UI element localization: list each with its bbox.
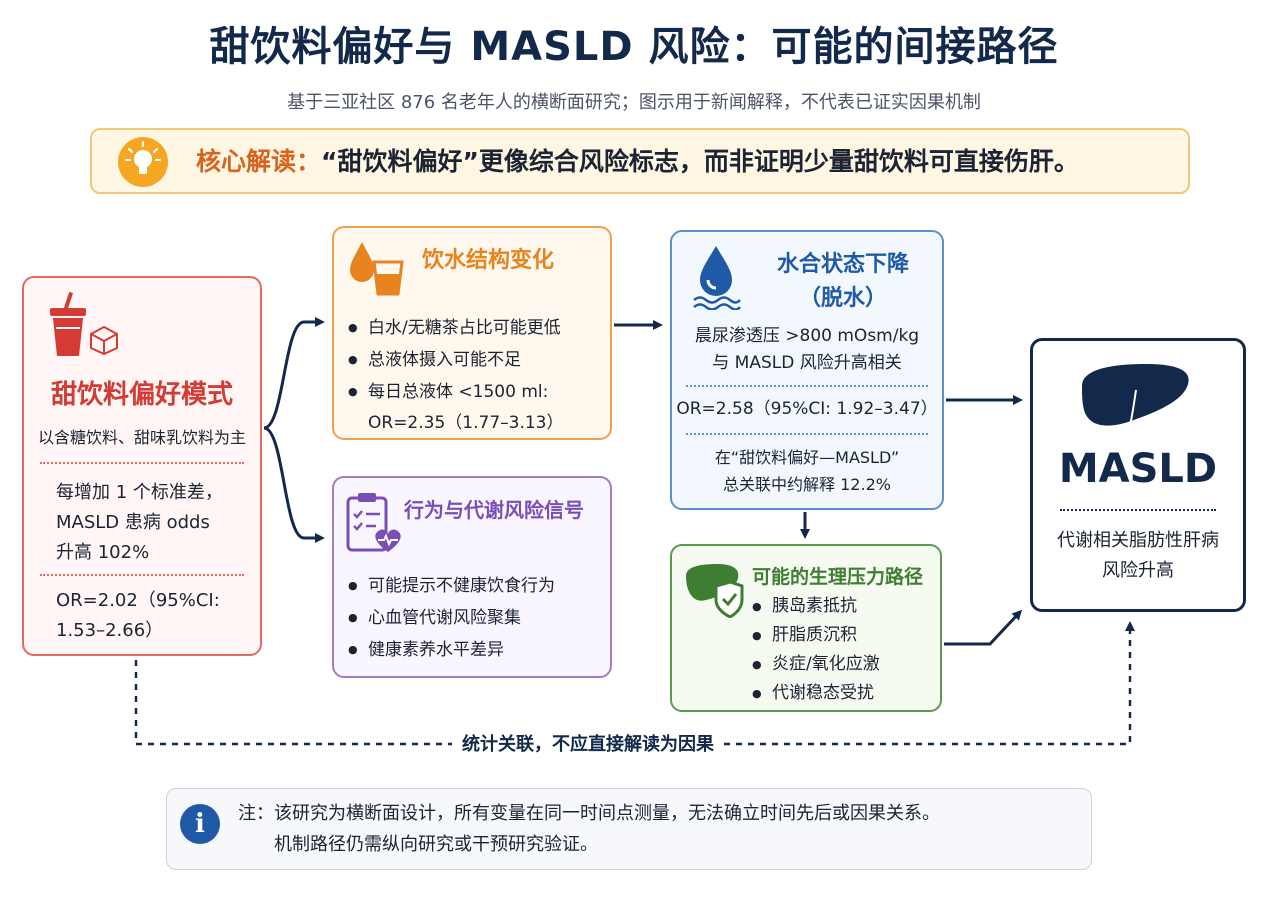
masld-desc: 代谢相关脂肪性肝病 风险升高 (1030, 526, 1246, 586)
study-note-box (166, 788, 1092, 870)
pattern-title: 甜饮料偏好模式 (50, 380, 233, 410)
water-drop-icon (690, 244, 742, 314)
sweet-beverage-pattern-card (22, 276, 262, 656)
pattern-effect: 每增加 1 个标准差， MASLD 患病 odds 升高 102% (56, 478, 223, 568)
divider (40, 574, 244, 576)
water-glass-icon (346, 238, 408, 300)
pattern-subtitle: 以含糖饮料、甜味乳饮料为主 (37, 428, 246, 447)
water-title: 饮水结构变化 (422, 248, 555, 273)
sweet-drink-icon (46, 290, 90, 362)
list-item: 健康素养水平差异 (348, 634, 555, 666)
liver-shield-icon (682, 560, 744, 622)
hydration-title-line: （脱水） (798, 286, 887, 311)
physio-list: 胰岛素抵抗 肝脂质沉积 炎症/氧化应激 代谢稳态受扰 (752, 592, 880, 708)
divider (686, 433, 928, 435)
lightbulb-icon (118, 137, 168, 187)
branch-arrow-to-behavior (263, 426, 325, 543)
branch-arrow-to-water (263, 317, 325, 430)
pattern-effect-line: 每增加 1 个标准差， (56, 482, 223, 503)
hydration-desc-line: 与 MASLD 风险升高相关 (712, 353, 902, 373)
list-item: 胰岛素抵抗 (752, 592, 880, 621)
note-line: 机制路径仍需纵向研究或干预研究验证。 (274, 834, 598, 855)
hydration-desc: 晨尿渗透压 >800 mOsm/kg 与 MASLD 风险升高相关 (670, 323, 944, 377)
list-item: 每日总液体 <1500 ml: (348, 376, 561, 408)
page-title: 甜饮料偏好与 MASLD 风险：可能的间接路径 (209, 24, 1059, 70)
behavior-title: 行为与代谢风险信号 (404, 498, 584, 522)
arrow-physio-to-masld (944, 609, 1023, 646)
sugar-cube-icon (88, 324, 120, 360)
pattern-or-line: OR=2.02（95%CI: (56, 590, 220, 611)
hydration-desc-line: 晨尿渗透压 >800 mOsm/kg (694, 326, 920, 346)
water-or: OR=2.35（1.77–3.13） (368, 413, 564, 433)
info-icon: i (180, 804, 220, 844)
list-item: 肝脂质沉积 (752, 621, 880, 650)
list-item: 白水/无糖茶占比可能更低 (348, 312, 561, 344)
liver-icon (1076, 360, 1196, 440)
divider (40, 462, 244, 464)
masld-desc-line: 代谢相关脂肪性肝病 (1057, 530, 1219, 551)
pattern-effect-line: 升高 102% (56, 542, 150, 563)
masld-desc-line: 风险升高 (1102, 560, 1174, 581)
hydration-title-line: 水合状态下降 (776, 252, 909, 277)
divider (686, 385, 928, 387)
key-insight-body: “甜饮料偏好”更像综合风险标志，而非证明少量甜饮料可直接伤肝。 (321, 147, 1079, 176)
physio-title: 可能的生理压力路径 (752, 566, 924, 588)
pattern-or: OR=2.02（95%CI: 1.53–2.66） (56, 586, 220, 646)
behavior-list: 可能提示不健康饮食行为 心血管代谢风险聚集 健康素养水平差异 (348, 570, 555, 666)
list-item: 可能提示不健康饮食行为 (348, 570, 555, 602)
key-insight-banner (90, 128, 1190, 194)
key-insight-label: 核心解读： (196, 147, 322, 176)
divider (1060, 509, 1216, 511)
pattern-or-line: 1.53–2.66） (56, 620, 164, 641)
note-line: 注：该研究为横断面设计，所有变量在同一时间点测量，无法确立时间先后或因果关系。 (238, 803, 940, 824)
list-item: 心血管代谢风险聚集 (348, 602, 555, 634)
hydration-or: OR=2.58（95%CI: 1.92–3.47） (676, 399, 938, 419)
hydration-mediation: 在“甜饮料偏好—MASLD” 总关联中约解释 12.2% (670, 444, 944, 498)
association-caveat-label: 统计关联，不应直接解读为因果 (452, 730, 724, 756)
water-list: 白水/无糖茶占比可能更低 总液体摄入可能不足 每日总液体 <1500 ml: (348, 312, 561, 408)
hydration-mediation-line: 总关联中约解释 12.2% (723, 475, 891, 494)
list-item: 炎症/氧化应激 (752, 650, 880, 679)
hydration-mediation-line: 在“甜饮料偏好—MASLD” (714, 448, 900, 467)
dashed-association-line (134, 621, 1135, 746)
key-insight-text: 核心解读：“甜饮料偏好”更像综合风险标志，而非证明少量甜饮料可直接伤肝。 (196, 142, 1079, 178)
hydration-title: 水合状态下降 （脱水） (758, 248, 928, 316)
study-note-text: 注：该研究为横断面设计，所有变量在同一时间点测量，无法确立时间先后或因果关系。 … (238, 798, 940, 860)
clipboard-heart-icon (344, 490, 406, 560)
list-item: 代谢稳态受扰 (752, 679, 880, 708)
page-subtitle: 基于三亚社区 876 名老年人的横断面研究；图示用于新闻解释，不代表已证实因果机… (287, 92, 981, 113)
list-item: 总液体摄入可能不足 (348, 344, 561, 376)
masld-label: MASLD (1058, 446, 1218, 492)
pattern-effect-line: MASLD 患病 odds (56, 512, 210, 533)
